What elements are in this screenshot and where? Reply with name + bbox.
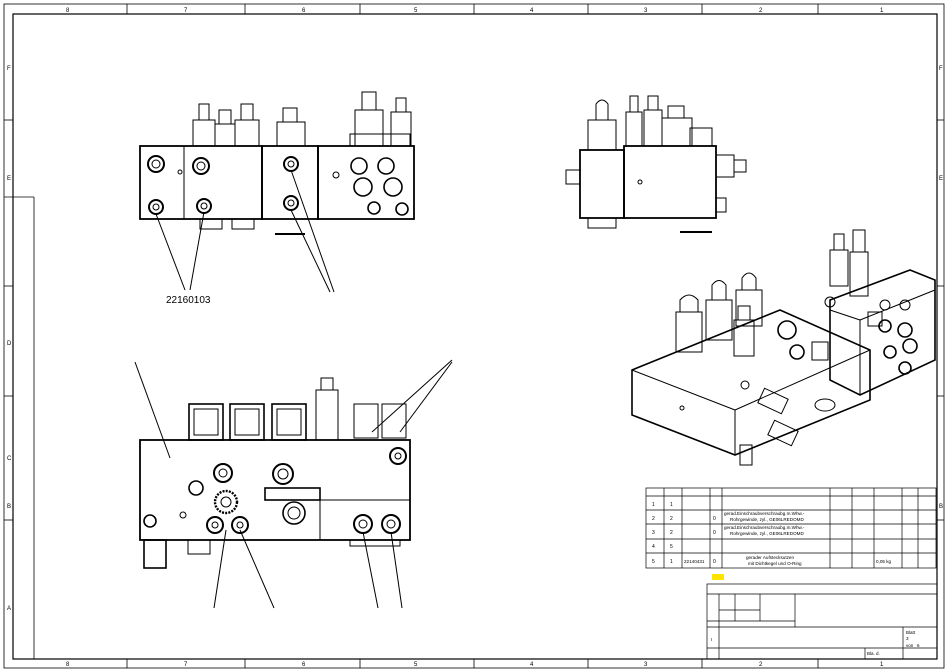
sheet-total: 6 — [917, 643, 920, 648]
bom-desc2: mit Dichtkegel und O-Ring — [748, 561, 802, 566]
zone-side-d: D — [7, 341, 12, 347]
sheet-number: 3 — [906, 636, 909, 641]
side-view — [565, 95, 747, 233]
zone-top-5: 5 — [414, 8, 418, 14]
bom-pos: 3 — [652, 530, 655, 536]
zone-side-f: F — [7, 66, 11, 72]
zone-bottom-4: 4 — [530, 662, 534, 668]
bom-desc1: gerader Aufstecksutzen — [746, 555, 794, 560]
zone-top-3: 3 — [644, 8, 648, 14]
bom-qty: 1 — [670, 502, 673, 508]
zone-labels: 8 7 6 5 4 3 2 1 8 7 6 5 4 3 2 1 F E D C … — [7, 8, 943, 668]
zone-side-b-right: B — [939, 504, 943, 510]
part-number-callout: 22160103 — [166, 295, 211, 306]
of-label: von — [906, 643, 914, 648]
zone-side-f-right: F — [939, 66, 943, 72]
bom-pos: 4 — [652, 544, 655, 550]
bom-rev: 0 — [713, 530, 716, 536]
title-block-text: Blatt 3 von 6 I Bla. d. — [711, 630, 920, 656]
zone-top-8: 8 — [66, 8, 70, 14]
parts-list: 1 1 2 2 0 gerad.Einschraubverschraubg.m.… — [652, 502, 892, 566]
title-block — [706, 583, 938, 660]
top-view — [134, 359, 453, 609]
zone-bottom-6: 6 — [302, 662, 306, 668]
bom-desc1: gerad.Einschraubverschraubg.m.Whw.- — [724, 525, 805, 530]
table-row: 5 1 22140431 0 gerader Aufstecksutzen mi… — [652, 555, 892, 566]
bom-qty: 2 — [670, 530, 673, 536]
change-label: Bla. d. — [867, 651, 880, 656]
zone-top-2: 2 — [759, 8, 763, 14]
bom-desc2: Rohrgewinde, zyl., GE06LREDOMD — [730, 531, 804, 536]
zone-top-6: 6 — [302, 8, 306, 14]
bom-pos: 2 — [652, 516, 655, 522]
zone-bottom-1: 1 — [880, 662, 884, 668]
zone-side-e: E — [7, 176, 11, 182]
zone-bottom-2: 2 — [759, 662, 763, 668]
bom-qty: 2 — [670, 516, 673, 522]
bom-weight: 0,05 kg — [876, 559, 892, 564]
bom-pos: 5 — [652, 559, 655, 565]
zone-bottom-5: 5 — [414, 662, 418, 668]
table-row: 2 2 0 gerad.Einschraubverschraubg.m.Whw.… — [652, 511, 805, 522]
bom-qty: 1 — [670, 559, 673, 565]
table-row: 4 5 — [652, 544, 673, 550]
bom-pos: 1 — [652, 502, 655, 508]
index-letter: I — [711, 637, 712, 642]
table-row: 3 2 0 gerad.Einschraubverschraubg.m.Whw.… — [652, 525, 805, 536]
zone-top-4: 4 — [530, 8, 534, 14]
table-row: 1 1 — [652, 502, 673, 508]
zone-bottom-7: 7 — [184, 662, 188, 668]
bom-partno: 22140431 — [684, 559, 705, 564]
zone-bottom-3: 3 — [644, 662, 648, 668]
zone-top-7: 7 — [184, 8, 188, 14]
highlight-marker — [712, 574, 724, 580]
zone-side-e-right: E — [939, 176, 943, 182]
front-view — [139, 91, 415, 293]
zone-side-b: B — [7, 504, 11, 510]
isometric-view — [631, 229, 936, 466]
zone-top-1: 1 — [880, 8, 884, 14]
zone-side-c: C — [7, 456, 12, 462]
bom-desc2: Rohrgewinde, zyl., GE06LREDOMD — [730, 517, 804, 522]
zone-side-a: A — [7, 606, 11, 612]
zone-bottom-8: 8 — [66, 662, 70, 668]
bom-qty: 5 — [670, 544, 673, 550]
bom-rev: 0 — [713, 516, 716, 522]
bom-rev: 0 — [713, 559, 716, 565]
drawing-frame — [3, 3, 945, 669]
bom-desc1: gerad.Einschraubverschraubg.m.Whw.- — [724, 511, 805, 516]
parts-list-grid — [645, 487, 937, 569]
sheet-label: Blatt — [906, 630, 916, 635]
